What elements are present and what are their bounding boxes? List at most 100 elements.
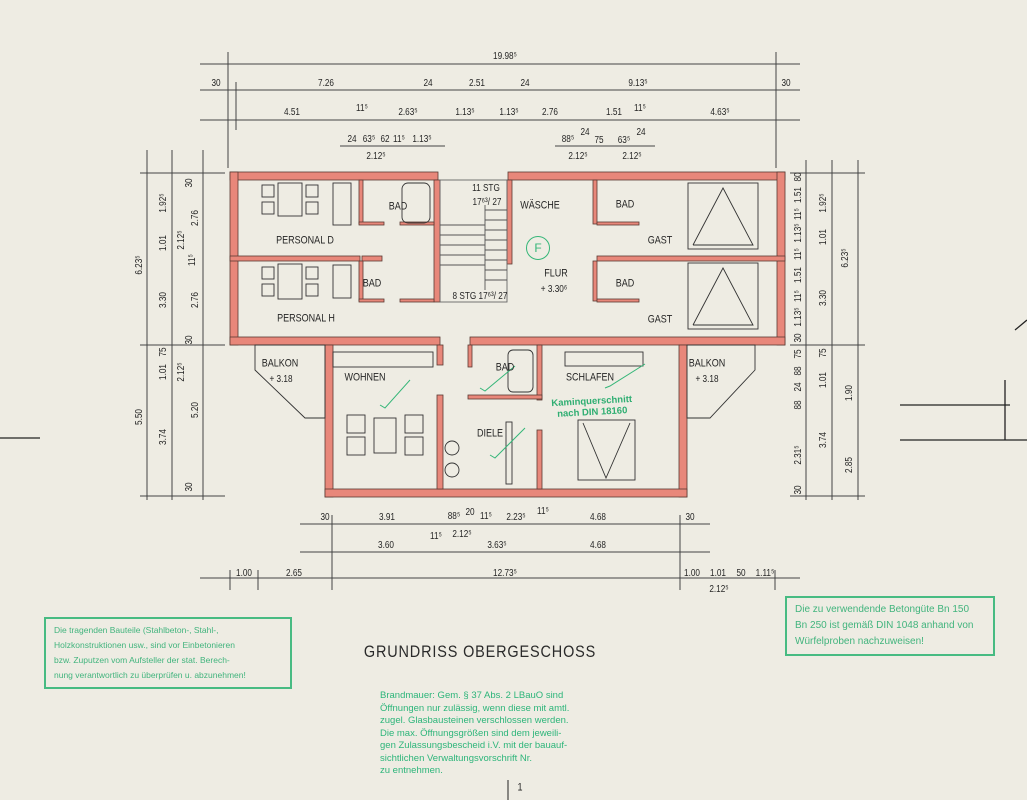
room-personal-d: PERSONAL D (276, 234, 334, 247)
dim-label: 2.51 (469, 78, 485, 89)
dim-label: 11⁵ (480, 511, 492, 522)
dim-label: 24 (580, 127, 590, 138)
dim-label: 2.12⁵ (176, 230, 187, 250)
dim-label: 4.63⁵ (710, 107, 730, 118)
dim-label: 3.60 (378, 540, 394, 551)
stamp-line: nung verantwortlich zu überprüfen u. abz… (54, 670, 246, 680)
room-balkon: BALKON (688, 357, 726, 370)
stamp-line: Brandmauer: Gem. § 37 Abs. 2 LBauO sind (380, 690, 564, 701)
dim-label: 20 (465, 507, 475, 518)
dim-label: 4.68 (590, 512, 606, 523)
dim-label: 11⁵ (537, 506, 549, 517)
stamp-line: zu entnehmen. (380, 765, 443, 776)
dim-label: 30 (685, 512, 695, 523)
room-balkon: BALKON (261, 357, 299, 370)
dim-label: 3.91 (379, 512, 395, 523)
balcony-right (686, 344, 756, 419)
dim-label: 2.12⁵ (568, 151, 588, 162)
stamp-line: zugel. Glasbausteinen verschlossen werde… (380, 715, 569, 726)
dim-label: 62 (380, 134, 390, 145)
dim-label: 5.50 (134, 409, 145, 425)
dim-label: 1.13⁵ (499, 107, 519, 118)
dim-label: 88⁵ (447, 511, 461, 522)
stamp-line: Würfelproben nachzuweisen! (795, 636, 924, 647)
dim-label: 1.51 (793, 187, 804, 203)
dim-label: 50 (736, 568, 746, 579)
room-gast: GAST (647, 313, 673, 326)
dim-label: 24 (347, 134, 357, 145)
dim-label: 24 (636, 127, 646, 138)
dim-label: 30 (184, 482, 195, 492)
dim-label: 88⁵ (561, 134, 575, 145)
room-gast: GAST (647, 234, 673, 247)
dim-label: 1.13⁵ (455, 107, 475, 118)
f-mark: F (526, 236, 550, 260)
dim-label: 12.73⁵ (493, 568, 517, 579)
dim-label: 3.74 (818, 432, 829, 448)
dim-label: 1.51 (793, 267, 804, 283)
walls (229, 171, 786, 498)
dim-label: 1.92⁵ (158, 193, 169, 213)
room-personal-h: PERSONAL H (277, 312, 335, 325)
room-diele: DIELE (476, 427, 504, 440)
dim-label: 75 (793, 349, 804, 359)
dim-label: 1.01 (158, 364, 169, 380)
dim-label: 63⁵ (362, 134, 376, 145)
brandmauer-stamp: Brandmauer: Gem. § 37 Abs. 2 LBauO sind … (380, 690, 569, 778)
dim-label: 2.12⁵ (622, 151, 642, 162)
dim-label: 1.51 (606, 107, 622, 118)
dim-label: 1.01 (818, 372, 829, 388)
balcony-left (254, 344, 326, 419)
room-waesche: WÄSCHE (520, 199, 560, 212)
dim-label: 1.13⁵ (412, 134, 432, 145)
dim-label: 2.31⁵ (793, 445, 804, 465)
dim-label: 3.30 (158, 292, 169, 308)
dim-label: 3.63⁵ (487, 540, 507, 551)
room-bad: BAD (495, 361, 515, 374)
stair-upper-label: 11 STG (472, 183, 500, 194)
dim-label: 1.13⁵ (793, 307, 804, 327)
dim-label: 2.65 (286, 568, 302, 579)
dim-label: 11⁵ (356, 103, 368, 114)
stair-upper-ratio: 17⁶³/ 27 (472, 197, 502, 208)
dim-label: 11⁵ (634, 103, 646, 114)
dim-label: 11⁵ (793, 290, 804, 302)
room-bad: BAD (615, 198, 635, 211)
dim-label: 30 (320, 512, 330, 523)
dim-label: 5.20 (190, 402, 201, 418)
dim-label: 7.26 (318, 78, 334, 89)
room-schlafen: SCHLAFEN (565, 371, 615, 384)
dim-label: 2.76 (190, 210, 201, 226)
dim-label: 6.23⁵ (840, 248, 851, 268)
dim-label: 3.30 (818, 290, 829, 306)
stair-lower-label: 8 STG 17⁶³/ 27 (452, 291, 508, 302)
stamp-line: sichtlichen Verwaltungsvorschrift Nr. (380, 752, 533, 764)
fixtures (254, 179, 759, 485)
dim-label: 2.63⁵ (398, 107, 418, 118)
dim-label: 2.12⁵ (452, 529, 472, 540)
dim-label: 11⁵ (430, 531, 442, 542)
dim-label: 2.85 (844, 457, 855, 473)
room-bad: BAD (615, 277, 635, 290)
dim-label: 2.76 (542, 107, 558, 118)
room-bad: BAD (362, 277, 382, 290)
dim-label: 1.01 (818, 229, 829, 245)
dim-label: 30 (211, 78, 221, 89)
dim-label: 11⁵ (393, 134, 405, 145)
stamp-line: Öffnungen nur zulässig, wenn diese mit a… (380, 702, 570, 714)
dim-label: 1.00 (236, 568, 252, 579)
dim-label: 2.12⁵ (176, 362, 187, 382)
tragende-bauteile-stamp: Die tragenden Bauteile (Stahlbeton-, Sta… (44, 617, 292, 689)
dim-label: 11⁵ (187, 254, 198, 266)
balkon-level: + 3.18 (695, 374, 719, 385)
edge-lines (0, 319, 1027, 800)
dim-label: 1.92⁵ (818, 193, 829, 213)
dim-label: 11⁵ (793, 248, 804, 260)
dim-label: 1.01 (158, 235, 169, 251)
dim-label: 75 (158, 347, 169, 357)
balkon-level: + 3.18 (269, 374, 293, 385)
dim-label: 1.11⁵ (755, 568, 775, 579)
dim-label: 2.23⁵ (506, 512, 526, 523)
betongute-stamp: Die zu verwendende Betongüte Bn 150 Bn 2… (785, 596, 995, 656)
